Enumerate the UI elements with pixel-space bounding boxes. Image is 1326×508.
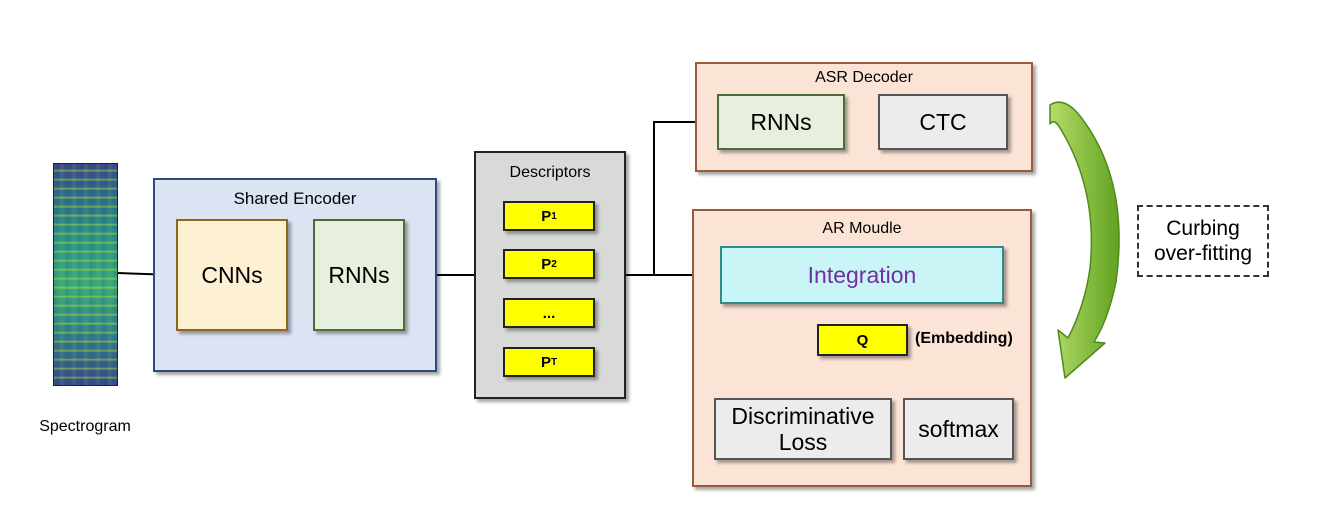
descriptor-token-ellipsis: ... bbox=[503, 298, 595, 328]
asr-rnns-label: RNNs bbox=[750, 108, 812, 135]
descriptor-token-subscript: 1 bbox=[551, 210, 557, 222]
shared-encoder-title: Shared Encoder bbox=[233, 189, 357, 208]
descriptor-token-label: ... bbox=[542, 304, 556, 322]
descriptors-title: Descriptors bbox=[509, 164, 591, 181]
softmax-block: softmax bbox=[903, 398, 1014, 460]
q-token: Q bbox=[817, 324, 908, 356]
descriptor-token-label: P bbox=[541, 207, 552, 225]
embedding-label: (Embedding) bbox=[915, 330, 1013, 347]
descriptor-token-label: P bbox=[541, 255, 552, 273]
spectrogram-label: Spectrogram bbox=[39, 418, 131, 435]
softmax-label: softmax bbox=[918, 415, 999, 442]
integration-label: Integration bbox=[807, 261, 917, 288]
discriminative-loss-line1: Discriminative bbox=[731, 402, 875, 429]
asr-rnns-block: RNNs bbox=[717, 94, 845, 150]
discriminative-loss-line2: Loss bbox=[778, 429, 828, 455]
descriptor-token-subscript: 2 bbox=[551, 258, 557, 270]
integration-block: Integration bbox=[720, 246, 1004, 304]
descriptor-token-label: P bbox=[540, 353, 551, 371]
spectrogram-image bbox=[53, 163, 118, 386]
descriptor-token-subscript: T bbox=[550, 356, 558, 368]
discriminative-loss-block: Discriminative Loss bbox=[714, 398, 892, 460]
ctc-block: CTC bbox=[878, 94, 1008, 150]
curbing-line1: Curbing bbox=[1166, 216, 1240, 240]
curbing-arrow-icon bbox=[1049, 101, 1120, 379]
ctc-label: CTC bbox=[919, 108, 967, 135]
curbing-overfitting-box: Curbing over-fitting bbox=[1137, 205, 1269, 277]
asr-decoder-title: ASR Decoder bbox=[815, 69, 913, 86]
q-label: Q bbox=[856, 331, 869, 349]
cnns-label: CNNs bbox=[201, 261, 263, 288]
encoder-rnns-label: RNNs bbox=[328, 261, 390, 288]
cnns-block: CNNs bbox=[176, 219, 288, 331]
curbing-line2: over-fitting bbox=[1153, 242, 1253, 265]
encoder-rnns-block: RNNs bbox=[313, 219, 405, 331]
ar-module-title: AR Moudle bbox=[822, 220, 902, 237]
